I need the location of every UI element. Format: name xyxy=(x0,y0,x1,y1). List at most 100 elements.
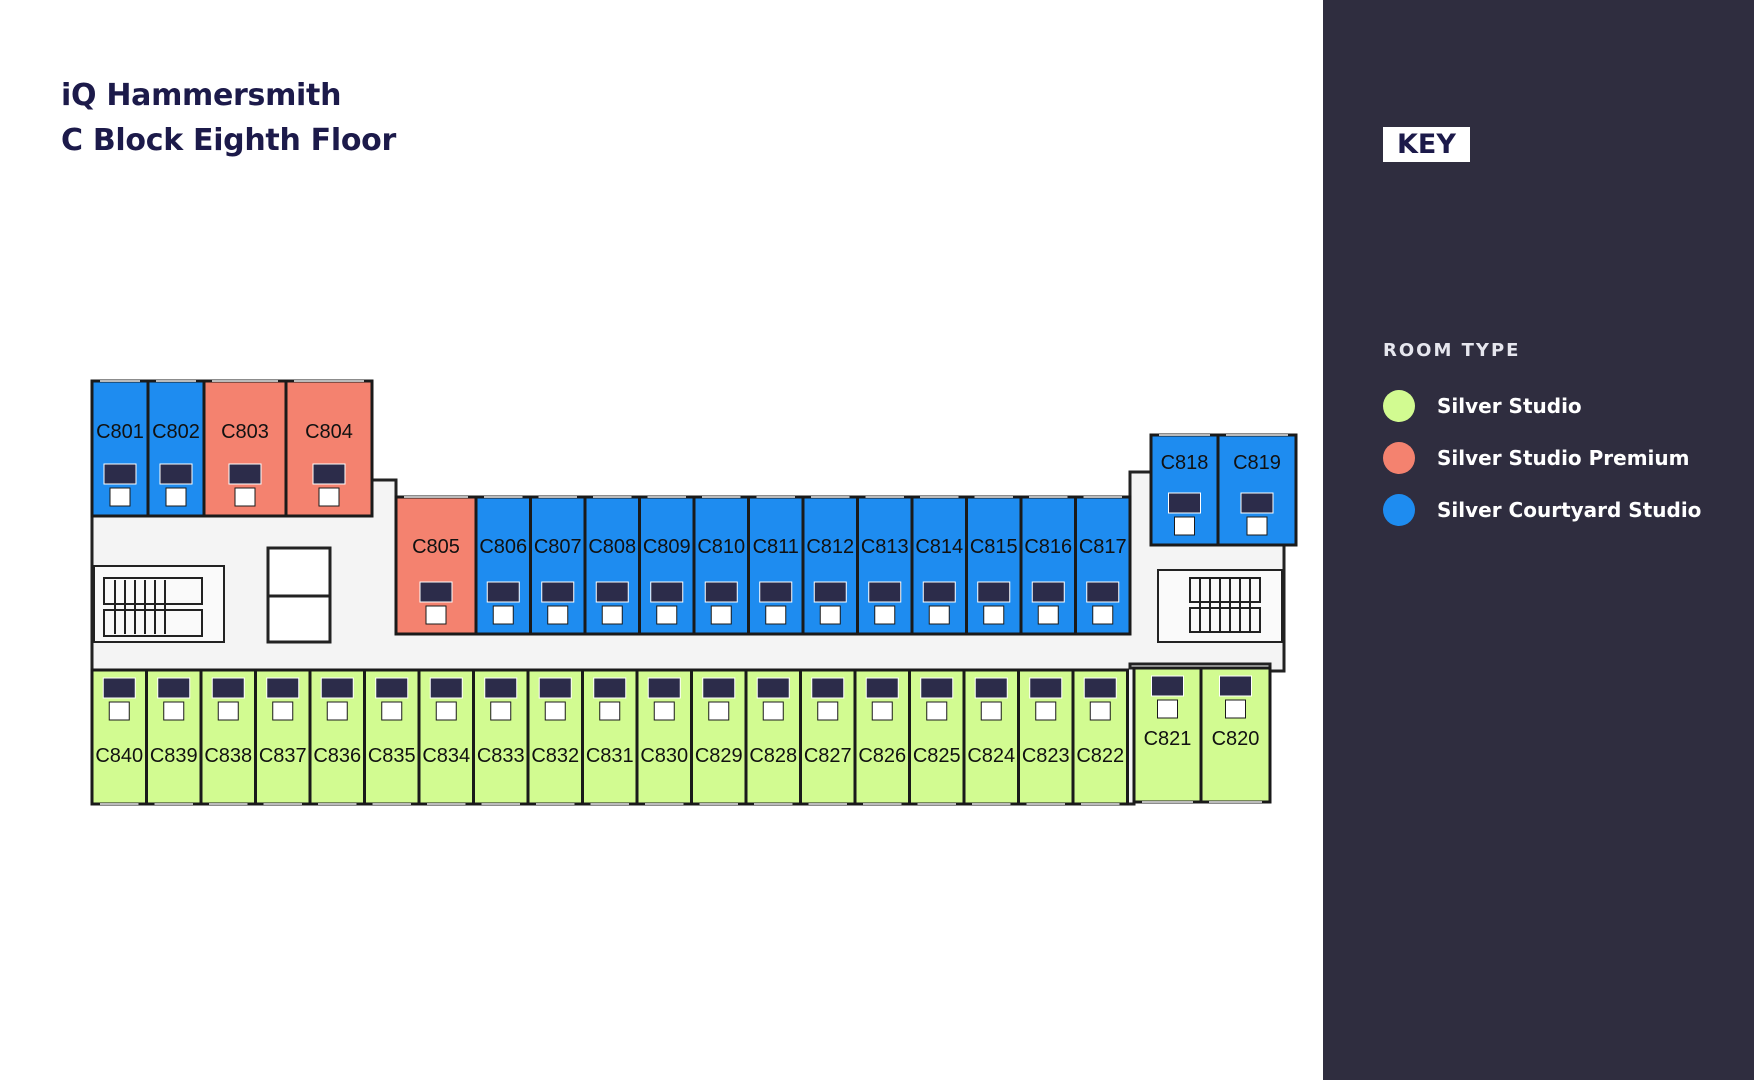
room-label: C834 xyxy=(422,745,470,767)
room-label: C808 xyxy=(588,536,636,558)
bathroom-pod xyxy=(541,581,575,603)
room-label: C815 xyxy=(970,536,1018,558)
kitchenette xyxy=(1089,701,1111,721)
room-c823: C823 xyxy=(1017,668,1075,806)
room-c820: C820 xyxy=(1199,666,1272,804)
room-c812: C812 xyxy=(801,495,859,636)
bathroom-pod xyxy=(813,581,847,603)
bathroom-pod xyxy=(920,677,954,699)
floor-title: C Block Eighth Floor xyxy=(61,123,396,158)
bathroom-pod xyxy=(702,677,736,699)
bathroom-pod xyxy=(868,581,902,603)
bathroom-pod xyxy=(102,677,136,699)
bathroom-pod xyxy=(1168,492,1201,514)
room-c829: C829 xyxy=(690,668,748,806)
room-c815: C815 xyxy=(965,495,1023,636)
room-c813: C813 xyxy=(856,495,914,636)
bathroom-pod xyxy=(1083,677,1117,699)
room-c806: C806 xyxy=(474,495,532,636)
kitchenette xyxy=(1157,699,1178,719)
room-c833: C833 xyxy=(472,668,530,806)
kitchenette xyxy=(1035,701,1057,721)
kitchenette xyxy=(926,701,948,721)
room-c811: C811 xyxy=(747,495,805,636)
bathroom-pod xyxy=(865,677,899,699)
bathroom-pod xyxy=(922,581,956,603)
bathroom-pod xyxy=(228,463,262,485)
bathroom-pod xyxy=(320,677,354,699)
room-type-heading: ROOM TYPE xyxy=(1383,340,1521,361)
bathroom-pod xyxy=(419,581,453,603)
kitchenette xyxy=(1246,516,1268,536)
bathroom-pod xyxy=(375,677,409,699)
kitchenette xyxy=(710,605,732,625)
room-label: C829 xyxy=(695,745,743,767)
room-label: C811 xyxy=(753,536,799,558)
bathroom-pod xyxy=(593,677,627,699)
room-label: C830 xyxy=(640,745,688,767)
room-label: C813 xyxy=(861,536,909,558)
room-fill xyxy=(199,668,257,806)
room-label: C824 xyxy=(967,745,1015,767)
room-c821: C821 xyxy=(1132,666,1203,804)
room-c822: C822 xyxy=(1071,668,1129,806)
room-label: C809 xyxy=(643,536,691,558)
legend-swatch xyxy=(1383,390,1415,422)
room-c840: C840 xyxy=(90,668,148,806)
kitchenette xyxy=(272,701,294,721)
room-label: C801 xyxy=(96,421,144,443)
room-c836: C836 xyxy=(308,668,366,806)
room-c801: C801 xyxy=(90,379,150,518)
room-c802: C802 xyxy=(146,379,206,518)
room-c817: C817 xyxy=(1074,495,1132,636)
kitchenette xyxy=(1225,699,1246,719)
kitchenette xyxy=(1174,516,1195,536)
room-fill xyxy=(1199,666,1272,804)
room-label: C831 xyxy=(586,745,634,767)
bathroom-pod xyxy=(977,581,1011,603)
kitchenette xyxy=(871,701,893,721)
bathroom-pod xyxy=(1151,675,1184,697)
stairwell-left xyxy=(93,565,225,643)
kitchenette xyxy=(653,701,675,721)
room-c838: C838 xyxy=(199,668,257,806)
key-panel: KEY ROOM TYPE Silver Studio Silver Studi… xyxy=(1323,0,1754,1080)
kitchenette xyxy=(817,701,839,721)
bathroom-pod xyxy=(429,677,463,699)
bathroom-pod xyxy=(211,677,245,699)
room-c826: C826 xyxy=(853,668,911,806)
bathroom-pod xyxy=(484,677,518,699)
legend-swatch xyxy=(1383,494,1415,526)
bathroom-pod xyxy=(756,677,790,699)
room-label: C805 xyxy=(412,536,460,558)
room-fill xyxy=(90,668,148,806)
room-c825: C825 xyxy=(908,668,966,806)
room-label: C833 xyxy=(477,745,525,767)
kitchenette xyxy=(980,701,1002,721)
legend-item-silver-courtyard-studio: Silver Courtyard Studio xyxy=(1383,493,1701,527)
kitchenette xyxy=(425,605,447,625)
kitchenette xyxy=(547,605,569,625)
bathroom-pod xyxy=(1219,675,1252,697)
room-c835: C835 xyxy=(363,668,421,806)
kitchenette xyxy=(109,487,131,507)
bathroom-pod xyxy=(1031,581,1065,603)
kitchenette xyxy=(490,701,512,721)
bathroom-pod xyxy=(595,581,629,603)
room-label: C825 xyxy=(913,745,961,767)
kitchenette xyxy=(492,605,514,625)
room-label: C810 xyxy=(697,536,745,558)
room-c834: C834 xyxy=(417,668,475,806)
legend-label: Silver Studio Premium xyxy=(1437,446,1690,470)
room-label: C817 xyxy=(1079,536,1127,558)
bathroom-pod xyxy=(486,581,520,603)
kitchenette xyxy=(601,605,623,625)
room-c804: C804 xyxy=(284,379,374,518)
room-c824: C824 xyxy=(962,668,1020,806)
kitchenette xyxy=(381,701,403,721)
room-c819: C819 xyxy=(1216,433,1298,547)
room-label: C827 xyxy=(804,745,852,767)
room-label: C839 xyxy=(150,745,198,767)
kitchenette xyxy=(762,701,784,721)
